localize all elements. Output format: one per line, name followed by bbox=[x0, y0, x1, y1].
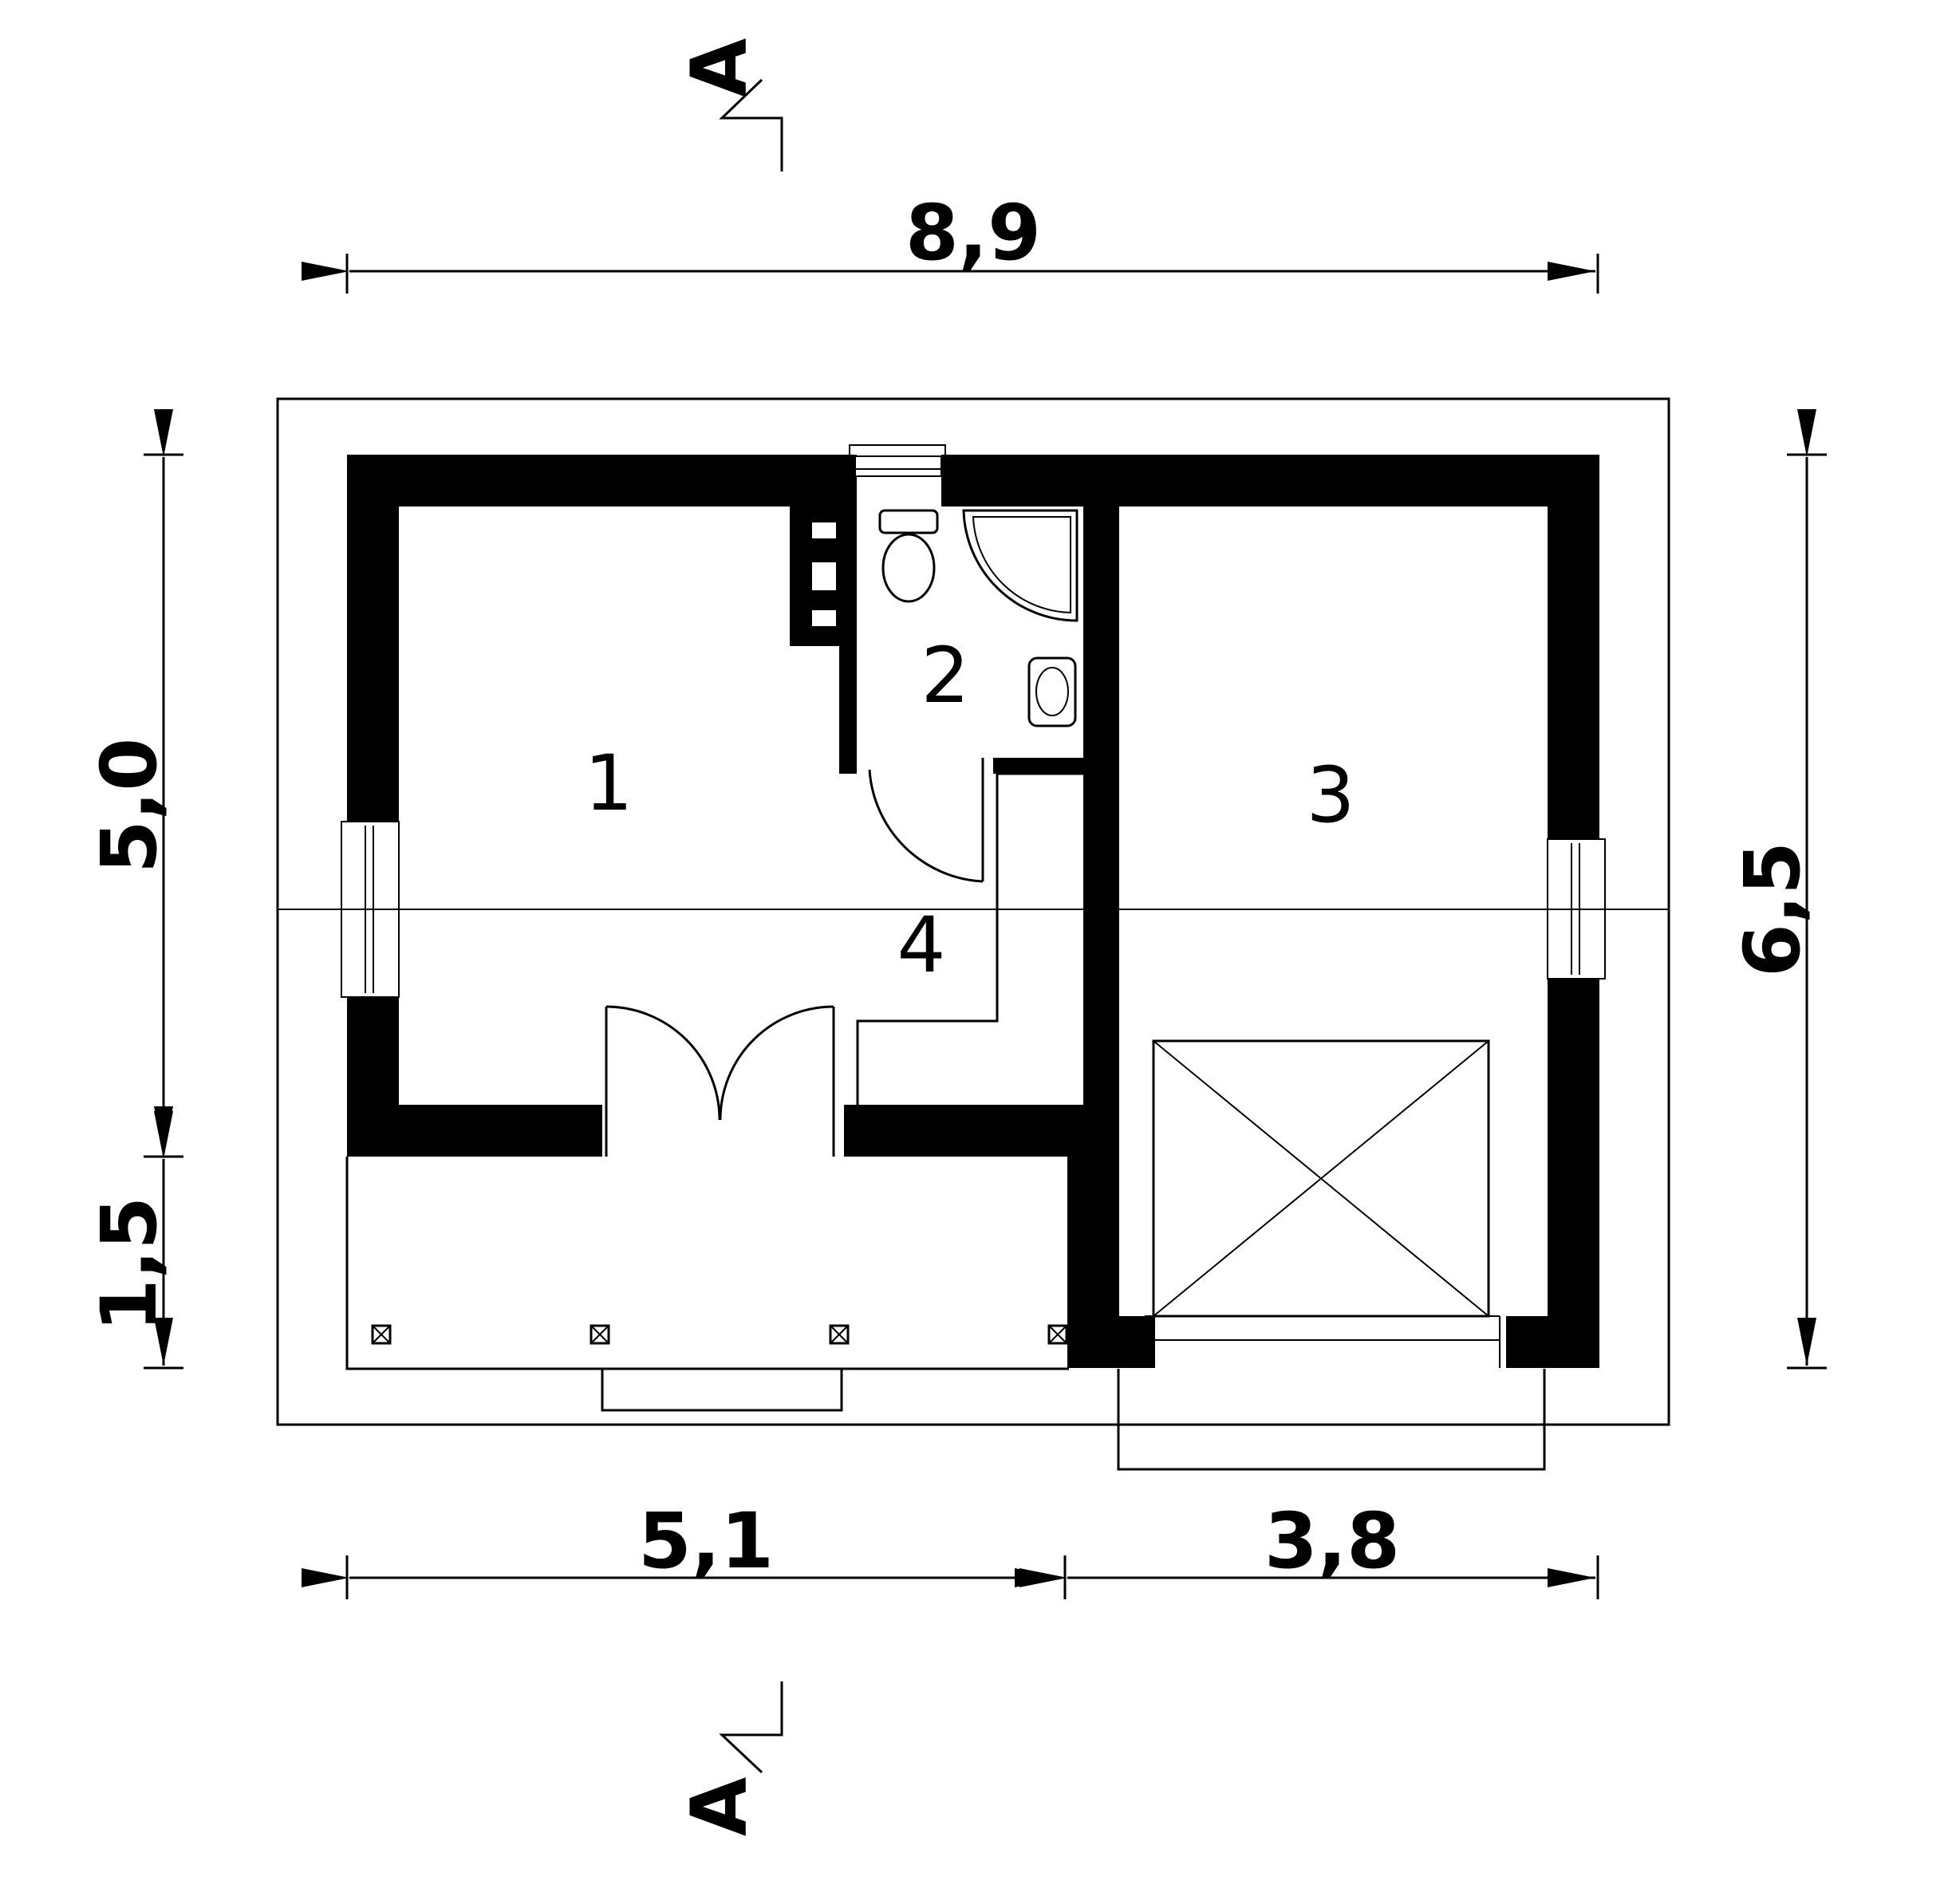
entrance-door bbox=[605, 1005, 835, 1157]
dimension-left-width: 5,1 bbox=[302, 1496, 1067, 1599]
house-depth-label: 5,0 bbox=[85, 738, 174, 873]
vent-ducts bbox=[812, 522, 836, 626]
shower-icon bbox=[962, 509, 1079, 622]
porch bbox=[345, 1157, 1069, 1412]
dimension-overall-width: 8,9 bbox=[302, 188, 1599, 294]
roof-outline bbox=[276, 397, 1670, 1426]
toilet-icon bbox=[878, 509, 939, 603]
hallway-partition bbox=[856, 772, 1083, 1105]
dimension-right-width: 3,8 bbox=[1019, 1496, 1599, 1599]
dimension-house-depth: 5,0 bbox=[85, 409, 183, 1158]
overall-depth-label: 6,5 bbox=[1728, 842, 1817, 977]
dimension-porch-depth: 1,5 bbox=[85, 1111, 183, 1370]
room-label-3: 3 bbox=[1306, 751, 1355, 840]
section-mark-top: A bbox=[675, 38, 783, 171]
room-label-1: 1 bbox=[584, 739, 633, 828]
section-mark-bottom: A bbox=[675, 1681, 783, 1836]
bathroom-door bbox=[868, 758, 984, 883]
room-label-4: 4 bbox=[897, 901, 945, 990]
post-marker bbox=[371, 1324, 392, 1345]
post-marker bbox=[829, 1324, 850, 1345]
post-marker bbox=[590, 1324, 610, 1345]
right-width-label: 3,8 bbox=[1264, 1496, 1400, 1586]
porch-depth-label: 1,5 bbox=[85, 1196, 174, 1332]
entrance-step bbox=[1117, 1369, 1546, 1471]
post-marker bbox=[1047, 1324, 1068, 1345]
overall-width-label: 8,9 bbox=[905, 188, 1041, 278]
room-label-2: 2 bbox=[921, 631, 969, 720]
sink-icon bbox=[1027, 656, 1077, 727]
dimension-overall-depth: 6,5 bbox=[1728, 409, 1827, 1370]
stove-icon bbox=[1144, 1039, 1500, 1368]
walls bbox=[347, 455, 1599, 1368]
section-label-top: A bbox=[675, 38, 764, 97]
window-bathroom bbox=[849, 444, 946, 477]
section-label-bottom: A bbox=[675, 1777, 764, 1836]
left-width-label: 5,1 bbox=[638, 1496, 774, 1586]
